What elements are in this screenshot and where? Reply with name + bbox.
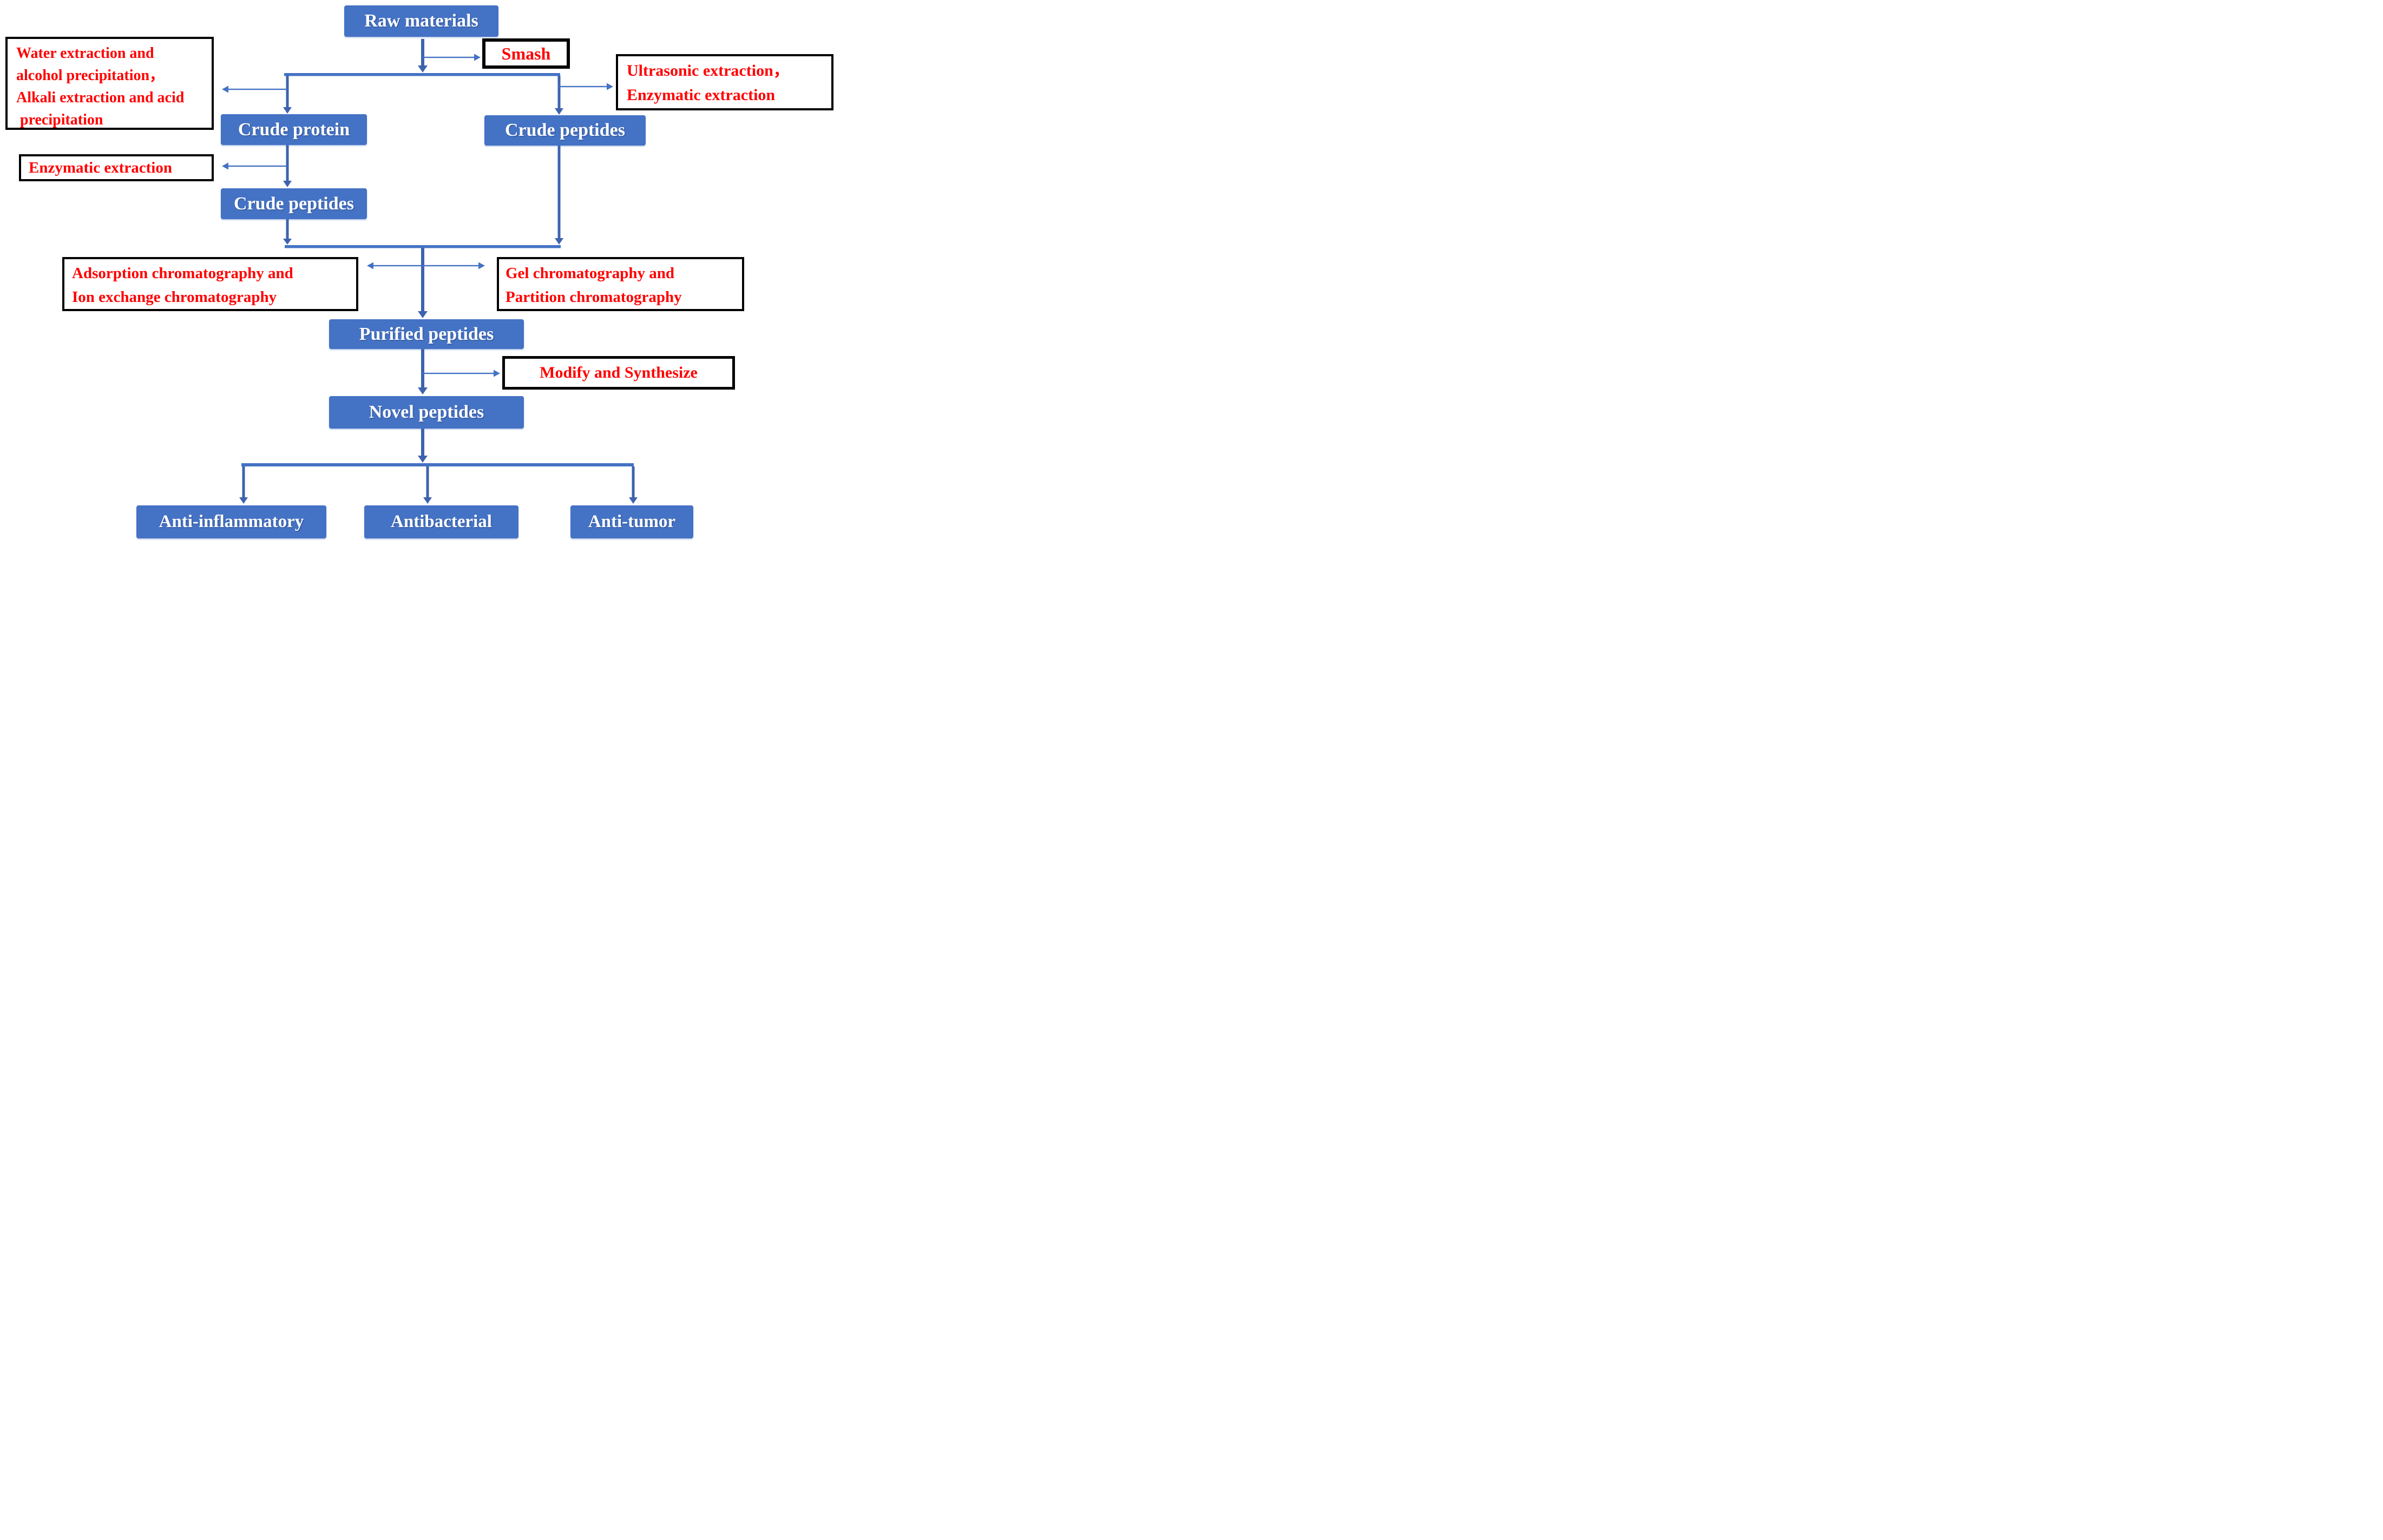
arrow-branch-to-anti-tumor-head: [629, 497, 638, 504]
arrow-to-gel-annotation-head: [478, 262, 485, 269]
arrow-to-smash-shaft: [423, 56, 474, 58]
arrow-raw-to-split-shaft: [421, 39, 424, 66]
split-bar-top: [284, 73, 560, 76]
node-crude-peptides-right-label: Crude peptides: [505, 120, 625, 140]
arrow-branch-to-anti-inflammatory-head: [239, 497, 248, 504]
annotation-gel-partition: Gel chromatography and Partition chromat…: [497, 257, 744, 311]
annotation-line: Water extraction and: [16, 45, 154, 62]
connector-layer: [222, 39, 638, 504]
annotation-line: Adsorption chromatography and: [72, 265, 293, 282]
arrow-split-to-crude-peptides-right-shaft: [557, 76, 561, 108]
arrow-branch-to-antibacterial-shaft: [426, 466, 429, 497]
arrow-purified-to-novel-shaft: [421, 349, 424, 387]
arrow-to-water-annotation-shaft: [228, 88, 287, 90]
arrow-branch-to-antibacterial-head: [423, 497, 432, 504]
annotation-ultrasonic-enzymatic-extraction: Ultrasonic extraction， Enzymatic extract…: [616, 54, 833, 110]
node-novel-peptides-label: Novel peptides: [369, 402, 484, 422]
annotation-modify-label: Modify and Synthesize: [540, 364, 698, 381]
arrow-to-gel-annotation-shaft: [423, 265, 478, 267]
node-anti-inflammatory: Anti-inflammatory: [136, 505, 326, 538]
node-purified-peptides: Purified peptides: [329, 319, 524, 349]
arrow-novel-to-branch-head: [418, 456, 428, 463]
node-novel-peptides: Novel peptides: [329, 396, 524, 429]
annotation-enzymatic-label: Enzymatic extraction: [29, 159, 172, 176]
arrow-split-to-crude-protein-shaft: [286, 76, 289, 107]
node-raw-materials: Raw materials: [344, 5, 498, 37]
node-crude-protein-label: Crude protein: [238, 119, 350, 140]
arrow-to-enzymatic-annotation-shaft: [228, 165, 287, 167]
arrow-to-water-annotation-head: [222, 85, 228, 93]
arrow-crude-peptides-left-to-merge-shaft: [286, 219, 289, 239]
arrow-crude-peptides-left-to-merge-head: [283, 239, 292, 245]
arrow-split-to-crude-protein-head: [283, 107, 292, 114]
annotation-line: precipitation: [16, 111, 103, 128]
arrow-merge-to-purified-head: [418, 311, 428, 318]
arrow-to-modify-annotation-shaft: [423, 372, 494, 374]
annotation-adsorption-ion-exchange: Adsorption chromatography and Ion exchan…: [62, 257, 358, 311]
arrow-to-adsorption-annotation-head: [367, 262, 373, 269]
annotation-enzymatic-extraction: Enzymatic extraction: [19, 154, 214, 181]
node-crude-protein: Crude protein: [221, 114, 367, 145]
annotation-smash-label: Smash: [501, 43, 551, 63]
arrow-to-ultrasonic-annotation-shaft: [559, 85, 607, 88]
arrow-to-modify-annotation-head: [494, 370, 500, 377]
arrow-merge-to-purified-shaft: [421, 248, 424, 311]
arrow-crude-protein-to-crude-peptides-head: [283, 181, 292, 187]
annotation-line: Ion exchange chromatography: [72, 288, 277, 306]
node-crude-peptides-left: Crude peptides: [221, 188, 367, 219]
arrow-to-enzymatic-annotation-head: [222, 162, 228, 170]
node-anti-inflammatory-label: Anti-inflammatory: [159, 512, 304, 531]
annotation-line: Enzymatic extraction: [627, 86, 776, 104]
node-crude-peptides-right: Crude peptides: [484, 115, 646, 146]
node-antibacterial-label: Antibacterial: [391, 512, 492, 531]
arrow-crude-protein-to-crude-peptides-shaft: [286, 145, 289, 181]
annotation-line: Gel chromatography and: [506, 265, 675, 282]
annotation-modify-synthesize: Modify and Synthesize: [502, 356, 735, 390]
arrow-purified-to-novel-head: [418, 387, 428, 394]
node-anti-tumor-label: Anti-tumor: [588, 512, 676, 531]
node-raw-materials-label: Raw materials: [364, 11, 478, 31]
annotation-line: Alkali extraction and acid: [16, 89, 185, 106]
annotation-smash: Smash: [482, 38, 570, 69]
arrow-to-ultrasonic-annotation-head: [607, 83, 613, 90]
arrow-branch-to-anti-inflammatory-shaft: [242, 466, 245, 497]
annotation-line: alcohol precipitation，: [16, 67, 165, 84]
node-anti-tumor: Anti-tumor: [570, 505, 693, 538]
arrow-raw-to-split-head: [418, 65, 428, 73]
node-purified-peptides-label: Purified peptides: [359, 324, 494, 344]
annotation-line: Partition chromatography: [506, 288, 682, 306]
arrow-split-to-crude-peptides-right-head: [555, 108, 563, 115]
node-antibacterial: Antibacterial: [364, 505, 518, 538]
arrow-crude-peptides-right-to-merge-shaft: [557, 146, 561, 238]
arrow-novel-to-branch-shaft: [421, 429, 424, 456]
node-crude-peptides-left-label: Crude peptides: [234, 193, 354, 214]
branch-bar-bottom: [241, 463, 634, 466]
merge-bar: [285, 245, 561, 248]
annotation-line: Ultrasonic extraction，: [627, 62, 790, 80]
arrow-crude-peptides-right-to-merge-head: [555, 238, 563, 245]
annotation-water-alkali-extraction: Water extraction and alcohol precipitati…: [5, 37, 214, 130]
arrow-to-adsorption-annotation-shaft: [373, 265, 423, 267]
arrow-to-smash-head: [474, 54, 481, 61]
flowchart-canvas: Raw materials Crude protein Crude peptid…: [0, 0, 843, 544]
arrow-branch-to-anti-tumor-shaft: [632, 466, 635, 497]
